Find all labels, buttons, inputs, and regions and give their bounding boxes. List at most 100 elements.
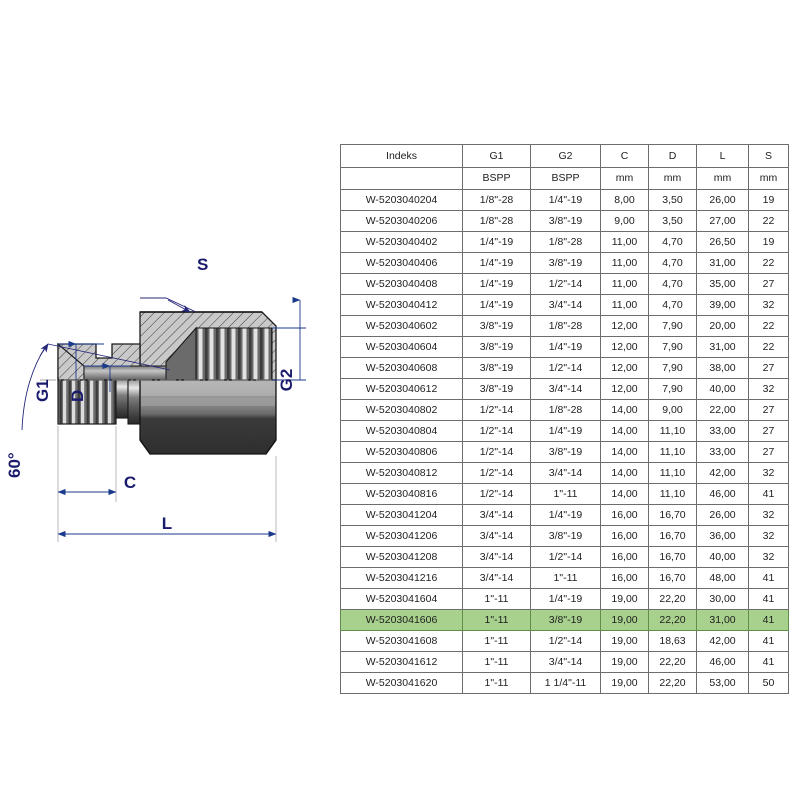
cell-d: 4,70: [648, 273, 697, 295]
cell-l: 22,00: [696, 399, 749, 421]
cell-d: 16,70: [648, 504, 697, 526]
cell-indeks: W-5203041204: [340, 504, 463, 526]
dim-S: [140, 297, 197, 313]
fitting-geometry: [40, 311, 300, 455]
technical-drawing: 60° G1 D C L S G2: [0, 130, 335, 670]
cell-s: 50: [748, 672, 789, 694]
cell-indeks: W-5203040608: [340, 357, 463, 379]
cell-g1: 1/4"-19: [462, 273, 531, 295]
cell-c: 8,00: [600, 189, 649, 211]
undercut-groove: [115, 379, 129, 419]
cell-l: 31,00: [696, 609, 749, 631]
dimension-annotations: [21, 296, 306, 542]
cell-d: 7,90: [648, 378, 697, 400]
cell-c: 14,00: [600, 441, 649, 463]
cell-indeks: W-5203040412: [340, 294, 463, 316]
cell-indeks: W-5203041608: [340, 630, 463, 652]
cell-l: 26,50: [696, 231, 749, 253]
cell-g2: 3/8"-19: [530, 252, 601, 274]
cell-d: 16,70: [648, 546, 697, 568]
cell-s: 22: [748, 210, 789, 232]
cell-d: 22,20: [648, 588, 697, 610]
cell-g2: 1/4"-19: [530, 504, 601, 526]
cell-l: 48,00: [696, 567, 749, 589]
cell-c: 14,00: [600, 399, 649, 421]
male-thread-shank: [57, 379, 117, 425]
cell-d: 9,00: [648, 399, 697, 421]
cell-c: 19,00: [600, 609, 649, 631]
cell-d: 3,50: [648, 189, 697, 211]
cell-g1: 1/8"-28: [462, 189, 531, 211]
shoulder-ring: [127, 379, 141, 425]
cell-g2: 3/8"-19: [530, 210, 601, 232]
cell-indeks: W-5203040604: [340, 336, 463, 358]
cell-d: 4,70: [648, 231, 697, 253]
cell-indeks: W-5203041606: [340, 609, 463, 631]
cell-g2: 3/4"-14: [530, 462, 601, 484]
col-header-d: D: [648, 144, 697, 168]
cell-d: 11,10: [648, 441, 697, 463]
cell-s: 41: [748, 609, 789, 631]
cell-g2: 3/4"-14: [530, 294, 601, 316]
cell-g2: 1/4"-19: [530, 189, 601, 211]
cell-d: 11,10: [648, 462, 697, 484]
female-thread-bore: [195, 327, 273, 381]
cell-g2: 1/4"-19: [530, 420, 601, 442]
cell-c: 12,00: [600, 336, 649, 358]
label-S: S: [197, 255, 208, 274]
cell-s: 32: [748, 294, 789, 316]
cell-g2: 3/8"-19: [530, 609, 601, 631]
cell-indeks: W-5203041216: [340, 567, 463, 589]
cell-indeks: W-5203041612: [340, 651, 463, 673]
cell-l: 42,00: [696, 630, 749, 652]
cell-c: 12,00: [600, 315, 649, 337]
dim-G2: [272, 296, 306, 381]
cell-l: 35,00: [696, 273, 749, 295]
cell-l: 42,00: [696, 462, 749, 484]
cell-s: 41: [748, 567, 789, 589]
col-header-g1: G1: [462, 144, 531, 168]
cell-indeks: W-5203041208: [340, 546, 463, 568]
cell-g1: 3/8"-19: [462, 315, 531, 337]
cell-indeks: W-5203040602: [340, 315, 463, 337]
cell-g1: 3/8"-19: [462, 336, 531, 358]
cell-indeks: W-5203040406: [340, 252, 463, 274]
cell-c: 16,00: [600, 504, 649, 526]
cell-c: 16,00: [600, 525, 649, 547]
specification-table-wrapper: Indeks G1 G2 C D L S BSPP BSPP mm mm mm …: [340, 144, 789, 694]
cell-indeks: W-5203040806: [340, 441, 463, 463]
cell-s: 27: [748, 273, 789, 295]
cell-g2: 1"-11: [530, 567, 601, 589]
cell-d: 7,90: [648, 336, 697, 358]
cell-c: 9,00: [600, 210, 649, 232]
cell-l: 30,00: [696, 588, 749, 610]
cell-c: 16,00: [600, 567, 649, 589]
cell-indeks: W-5203041620: [340, 672, 463, 694]
dim-D: [84, 362, 130, 392]
